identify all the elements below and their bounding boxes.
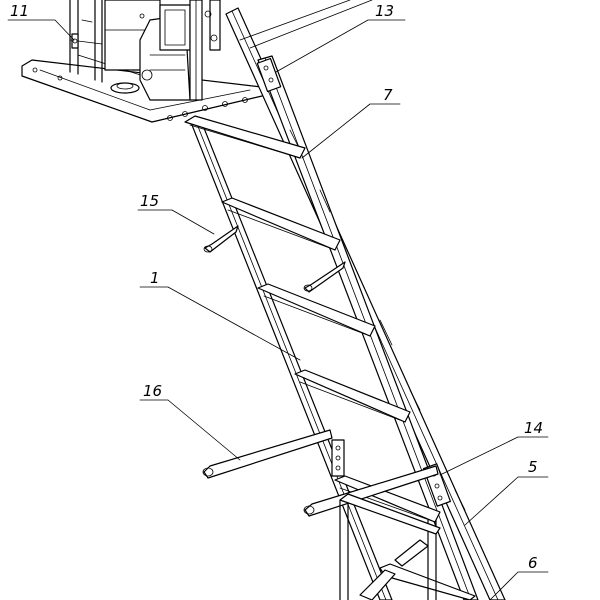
support-struts: [202, 225, 439, 517]
callout-1: 1: [150, 269, 160, 287]
callout-13: 13: [375, 2, 394, 20]
callout-14: 14: [524, 419, 543, 437]
callout-11: 11: [10, 2, 29, 20]
top-platform-assembly: [21, 0, 271, 123]
inner-rail: [189, 117, 393, 600]
ladder-steps: [184, 115, 476, 600]
callout-labels: 11 13 7 15 1 16 14 5 6: [10, 2, 543, 572]
callout-5: 5: [528, 458, 538, 476]
callout-7: 7: [383, 86, 393, 104]
base-frame: [339, 493, 441, 600]
callout-16: 16: [143, 382, 162, 400]
callout-15: 15: [140, 192, 159, 210]
callout-6: 6: [528, 554, 538, 572]
leader-lines: [7, 19, 549, 600]
